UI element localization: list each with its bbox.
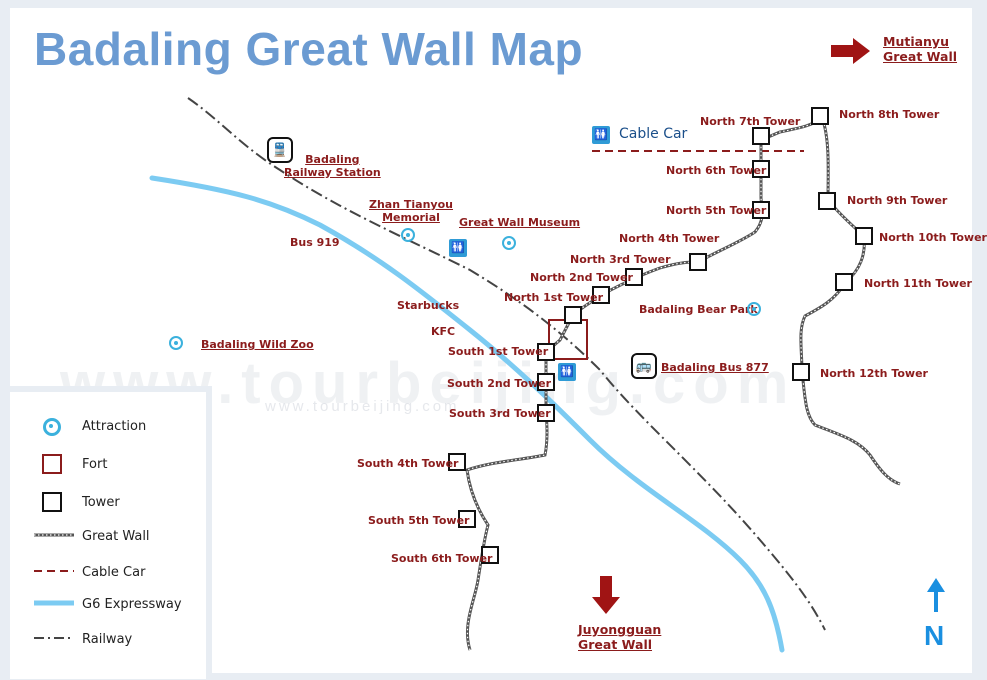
attraction-icon xyxy=(169,336,183,350)
cable-car-label: Cable Car xyxy=(619,126,688,142)
tower-south-1[interactable] xyxy=(537,343,555,361)
tower-label-n6: North 6th Tower xyxy=(666,164,767,177)
tower-south-3[interactable] xyxy=(537,404,555,422)
tower-south-4[interactable] xyxy=(448,453,466,471)
bear-park-label: Badaling Bear Park xyxy=(639,303,758,316)
tower-label-n11: North 11th Tower xyxy=(864,277,972,290)
cable-car-line-icon xyxy=(34,570,74,572)
restroom-icon: 🚻 xyxy=(592,126,610,144)
starbucks-label: Starbucks xyxy=(397,299,460,312)
legend-cable-car: Cable Car xyxy=(10,562,200,584)
watermark-small: www.tourbeijing.com xyxy=(265,398,460,415)
map-title: Badaling Great Wall Map xyxy=(34,23,584,75)
tower-label-n5: North 5th Tower xyxy=(666,204,767,217)
tower-north-3[interactable] xyxy=(625,268,643,286)
attraction-icon xyxy=(747,302,761,316)
bus-919-label: Bus 919 xyxy=(290,236,340,249)
great-wall-line-icon xyxy=(34,533,74,537)
tower-north-9[interactable] xyxy=(818,192,836,210)
north-arrow-icon xyxy=(927,578,945,612)
bus-877-label[interactable]: Badaling Bus 877 xyxy=(661,361,769,374)
compass-letter: N xyxy=(924,620,945,651)
tower-label-n1: North 1st Tower xyxy=(504,291,604,304)
tower-label-s4: South 4th Tower xyxy=(357,457,459,470)
legend-panel: Attraction Fort Tower Great Wall Cable C… xyxy=(10,386,212,679)
fort-icon xyxy=(42,454,62,474)
tower-north-8[interactable] xyxy=(811,107,829,125)
mutianyu-arrow-icon xyxy=(831,38,870,64)
legend-railway: Railway xyxy=(10,629,200,651)
tower-north-10[interactable] xyxy=(855,227,873,245)
railway-line xyxy=(187,97,826,631)
juyongguan-label[interactable]: Juyongguan Great Wall xyxy=(578,622,662,652)
tower-label-n2: North 2nd Tower xyxy=(530,271,633,284)
railway-station-icon: 🚆 xyxy=(267,137,293,163)
bus-icon: 🚌 xyxy=(631,353,657,379)
expressway-line-icon xyxy=(34,600,74,606)
legend-fort-label: Fort xyxy=(82,457,108,472)
tower-label-n10: North 10th Tower xyxy=(879,231,987,244)
tower-label-n3: North 3rd Tower xyxy=(570,253,671,266)
restroom-icon: 🚻 xyxy=(558,363,576,381)
museum-label[interactable]: Great Wall Museum xyxy=(459,216,581,229)
restroom-icon: 🚻 xyxy=(449,239,467,257)
tower-label-n7: North 7th Tower xyxy=(700,115,801,128)
attraction-icon xyxy=(43,418,61,436)
tower-label-s2: South 2nd Tower xyxy=(447,377,552,390)
wild-zoo-label[interactable]: Badaling Wild Zoo xyxy=(201,338,314,351)
legend-cable-car-label: Cable Car xyxy=(82,565,146,580)
legend-tower-label: Tower xyxy=(82,495,120,510)
tower-label-n9: North 9th Tower xyxy=(847,194,948,207)
mutianyu-label[interactable]: Mutianyu Great Wall xyxy=(883,34,958,64)
attraction-icon xyxy=(502,236,516,250)
legend-attraction: Attraction xyxy=(10,416,200,438)
tower-south-6[interactable] xyxy=(481,546,499,564)
tower-north-12[interactable] xyxy=(792,363,810,381)
legend-great-wall-label: Great Wall xyxy=(82,529,150,544)
tower-north-2[interactable] xyxy=(592,286,610,304)
railway-station-label[interactable]: Badaling Railway Station xyxy=(284,153,381,179)
tower-north-1[interactable] xyxy=(564,306,582,324)
tower-north-6[interactable] xyxy=(752,160,770,178)
tower-label-n8: North 8th Tower xyxy=(839,108,940,121)
legend-great-wall: Great Wall xyxy=(10,526,200,548)
legend-railway-label: Railway xyxy=(82,632,133,647)
kfc-label: KFC xyxy=(431,325,456,338)
tower-label-n4: North 4th Tower xyxy=(619,232,720,245)
tower-south-2[interactable] xyxy=(537,373,555,391)
tower-label-s1: South 1st Tower xyxy=(448,345,549,358)
legend-fort: Fort xyxy=(10,454,200,476)
tower-north-7[interactable] xyxy=(752,127,770,145)
legend-expressway-label: G6 Expressway xyxy=(82,597,182,612)
tower-label-s3: South 3rd Tower xyxy=(449,407,551,420)
tower-label-s5: South 5th Tower xyxy=(368,514,470,527)
juyongguan-arrow-icon xyxy=(592,576,620,614)
g6-expressway-line xyxy=(149,175,785,653)
attraction-icon xyxy=(401,228,415,242)
railway-line-icon xyxy=(34,637,74,639)
legend-expressway: G6 Expressway xyxy=(10,594,200,616)
tower-label-n12: North 12th Tower xyxy=(820,367,928,380)
tower-north-11[interactable] xyxy=(835,273,853,291)
legend-attraction-label: Attraction xyxy=(82,419,147,434)
legend-tower: Tower xyxy=(10,492,200,514)
tower-label-s6: South 6th Tower xyxy=(391,552,493,565)
zhan-tianyou-label[interactable]: Zhan Tianyou Memorial xyxy=(369,198,453,224)
tower-north-5[interactable] xyxy=(752,201,770,219)
tower-south-5[interactable] xyxy=(458,510,476,528)
tower-north-4[interactable] xyxy=(689,253,707,271)
tower-icon xyxy=(42,492,62,512)
